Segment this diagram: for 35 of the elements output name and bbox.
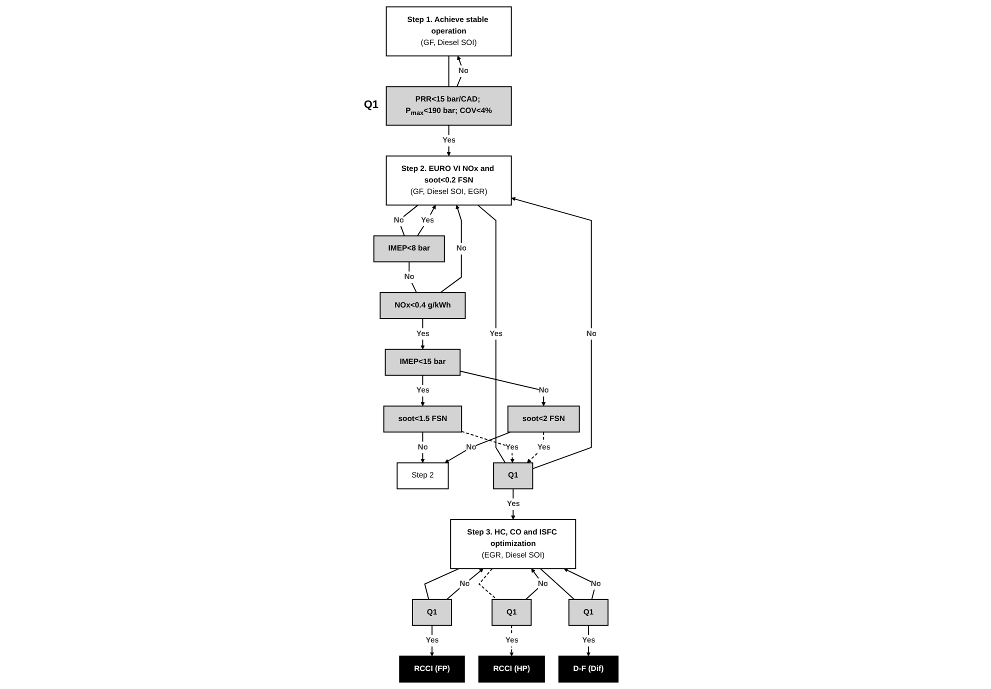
node-box <box>412 598 452 626</box>
node-caption: Q1 <box>364 98 379 111</box>
arrow <box>510 197 592 470</box>
node-box <box>450 519 576 570</box>
node-box <box>558 656 618 683</box>
connector <box>448 55 449 88</box>
arrow <box>446 124 450 156</box>
arrow <box>510 488 515 520</box>
arrow <box>460 431 514 464</box>
node-box <box>385 156 512 206</box>
arrow <box>459 370 546 406</box>
arrow <box>416 204 436 236</box>
node-box <box>398 656 464 683</box>
arrow <box>526 432 544 464</box>
connector <box>539 568 574 600</box>
connector <box>476 204 506 464</box>
node-box <box>385 86 512 126</box>
arrow <box>439 204 462 294</box>
node-box <box>385 6 512 56</box>
connector <box>424 568 459 600</box>
node-box <box>384 348 460 376</box>
node-box <box>478 656 544 683</box>
node-box <box>568 598 608 626</box>
arrow <box>420 374 424 406</box>
node-box <box>506 406 580 433</box>
node-box <box>492 462 533 490</box>
node-box <box>372 235 444 262</box>
arrow <box>444 432 510 464</box>
node-box <box>382 406 462 433</box>
node-box <box>491 598 532 626</box>
node-box <box>396 462 448 490</box>
arrow <box>509 624 514 656</box>
arrow <box>446 568 484 600</box>
arrow <box>429 624 434 656</box>
node-box <box>379 292 466 320</box>
